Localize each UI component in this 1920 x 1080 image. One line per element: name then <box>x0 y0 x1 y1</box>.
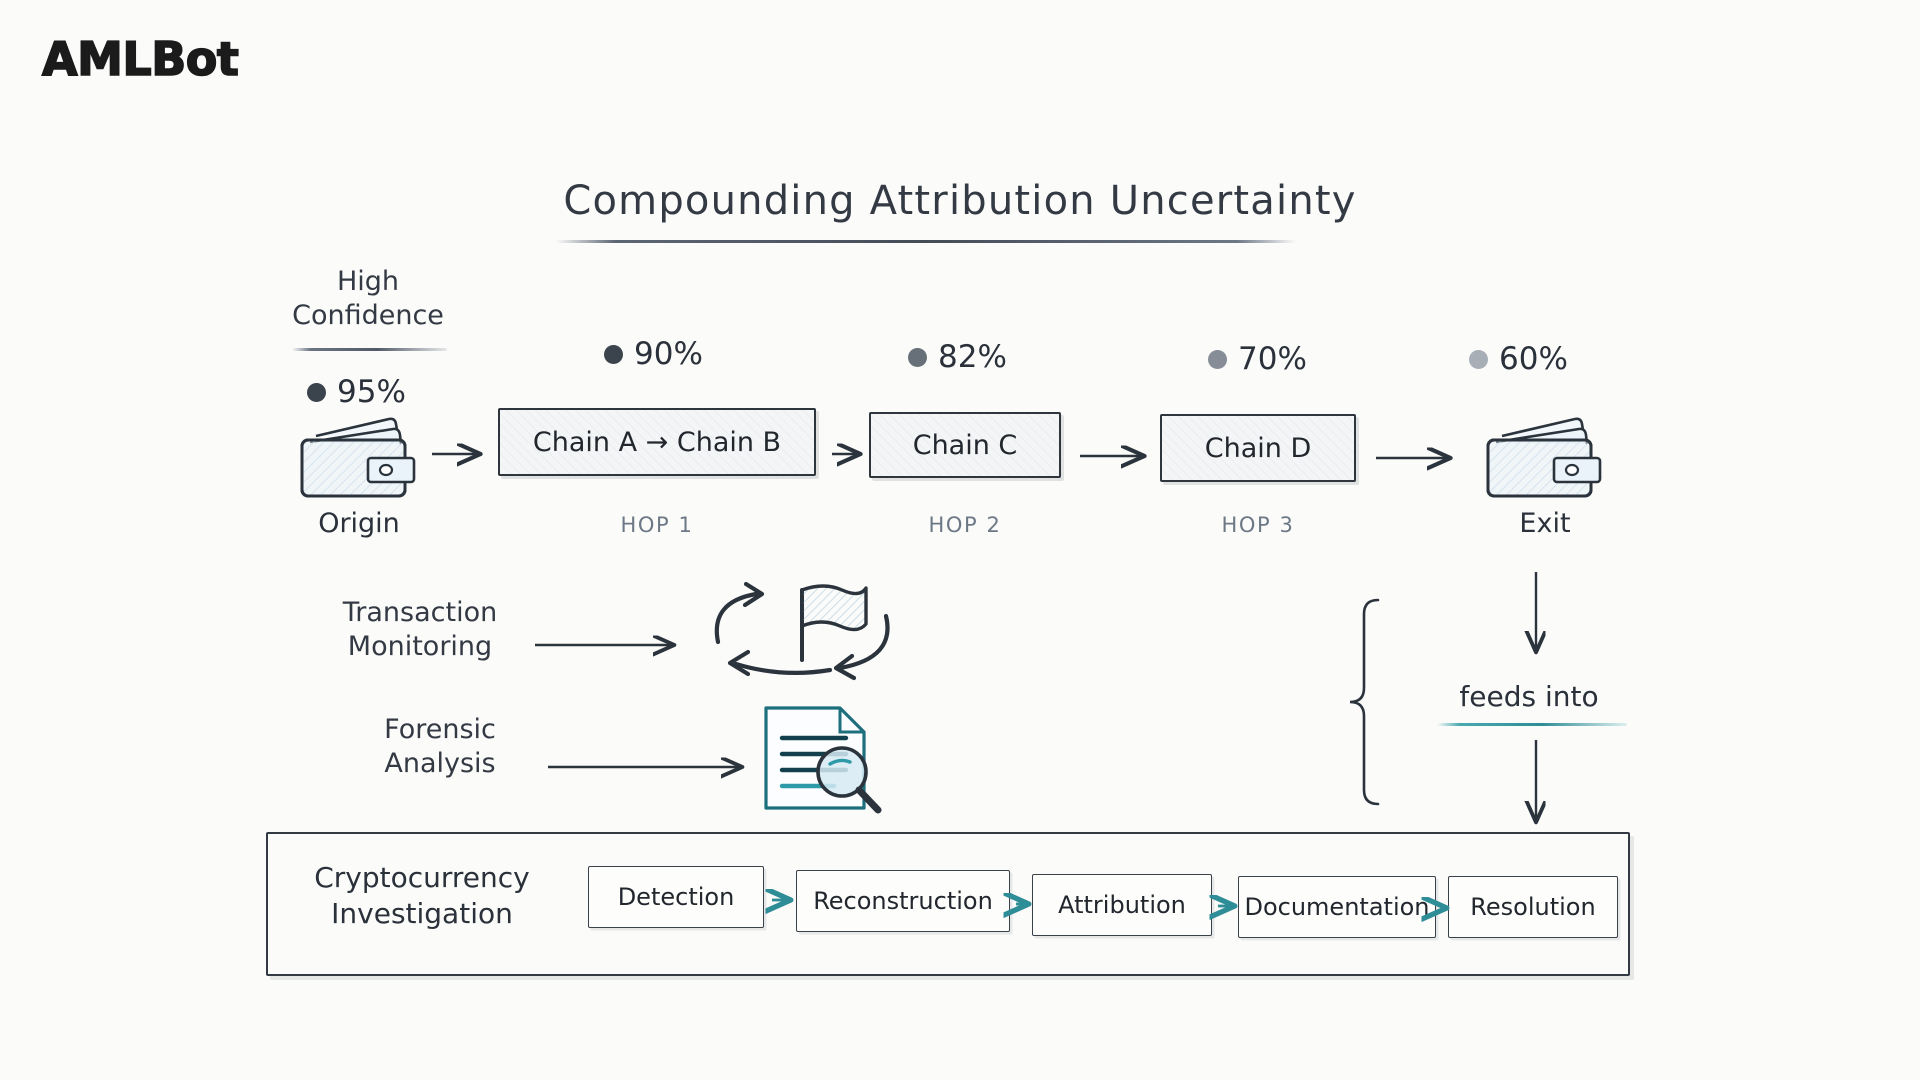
high-confidence-underline <box>292 348 447 351</box>
confidence-value: 95% <box>337 374 406 410</box>
chain-box-hop-1[interactable]: Chain A → Chain B <box>498 408 816 476</box>
confidence-value: 82% <box>938 339 1007 375</box>
investigation-step-documentation[interactable]: Documentation <box>1238 876 1436 938</box>
document-magnifier-icon-wrap <box>756 700 886 818</box>
confidence-dot <box>1208 349 1227 369</box>
chain-box-hop-3[interactable]: Chain D <box>1160 414 1356 482</box>
chain-box-hop-2[interactable]: Chain C <box>869 412 1061 478</box>
feeds-into-underline <box>1437 723 1627 726</box>
confidence-dot <box>307 382 326 402</box>
forensic-analysis-label: Forensic Analysis <box>340 713 540 781</box>
grouping-brace <box>1349 598 1380 806</box>
confidence-hop-3: 70% <box>1208 341 1307 377</box>
exit-node[interactable]: Exit <box>1480 412 1610 539</box>
flag-cycle-icon <box>714 581 890 681</box>
chain-box-label: Chain A → Chain B <box>532 426 782 458</box>
feeds-into-label: feeds into <box>1459 680 1599 713</box>
confidence-origin: 95% <box>307 374 406 410</box>
transaction-monitoring-line2: Monitoring <box>347 631 493 663</box>
confidence-value: 90% <box>634 336 703 372</box>
forensic-analysis-line1: Forensic <box>384 714 496 745</box>
origin-node[interactable]: Origin <box>294 412 424 539</box>
investigation-title-line2: Investigation <box>331 896 513 930</box>
hop-underline-3 <box>1176 551 1336 554</box>
step-label: Reconstruction <box>813 887 993 915</box>
chain-box-label: Chain D <box>1204 432 1312 464</box>
transaction-monitoring-label: Transaction Monitoring <box>310 596 530 664</box>
transaction-monitoring-line1: Transaction <box>342 597 498 628</box>
document-magnifier-icon <box>764 706 882 814</box>
investigation-step-reconstruction[interactable]: Reconstruction <box>796 870 1010 932</box>
confidence-hop-1: 90% <box>604 336 703 372</box>
step-label: Documentation <box>1244 893 1430 921</box>
step-label: Detection <box>617 883 735 911</box>
investigation-title: Cryptocurrency Investigation <box>296 860 548 932</box>
high-confidence-label: High Confidence <box>268 265 468 333</box>
investigation-step-attribution[interactable]: Attribution <box>1032 874 1212 936</box>
page-title-container: Compounding Attribution Uncertainty <box>0 178 1920 224</box>
confidence-value: 70% <box>1238 341 1307 377</box>
hop-underline-1 <box>576 551 738 554</box>
step-label: Attribution <box>1058 891 1186 919</box>
confidence-dot <box>1469 349 1488 369</box>
flag-cycle-icon-wrap <box>690 580 910 690</box>
step-label: Resolution <box>1470 893 1596 921</box>
confidence-value: 60% <box>1499 341 1568 377</box>
confidence-dot <box>604 344 623 364</box>
hop-underline-2 <box>886 551 1046 554</box>
high-confidence-line2: Confidence <box>292 300 444 332</box>
high-confidence-line1: High <box>336 266 400 297</box>
investigation-step-resolution[interactable]: Resolution <box>1448 876 1618 938</box>
confidence-exit: 60% <box>1469 341 1568 377</box>
investigation-step-detection[interactable]: Detection <box>588 866 764 928</box>
hop-label-1: HOP 1 <box>620 513 694 537</box>
wallet-icon <box>1486 417 1602 498</box>
exit-label: Exit <box>1519 508 1571 539</box>
confidence-hop-2: 82% <box>908 339 1007 375</box>
page-title: Compounding Attribution Uncertainty <box>563 178 1357 224</box>
wallet-icon <box>300 417 416 498</box>
investigation-title-line1: Cryptocurrency <box>314 861 530 894</box>
chain-box-label: Chain C <box>912 429 1018 461</box>
hop-label-2: HOP 2 <box>928 513 1002 537</box>
hop-label-3: HOP 3 <box>1221 513 1295 537</box>
title-underline <box>556 240 1296 243</box>
origin-label: Origin <box>318 508 400 539</box>
forensic-analysis-line2: Analysis <box>384 748 496 780</box>
amlbot-logo: AMLBot <box>41 31 239 87</box>
confidence-dot <box>908 347 927 367</box>
